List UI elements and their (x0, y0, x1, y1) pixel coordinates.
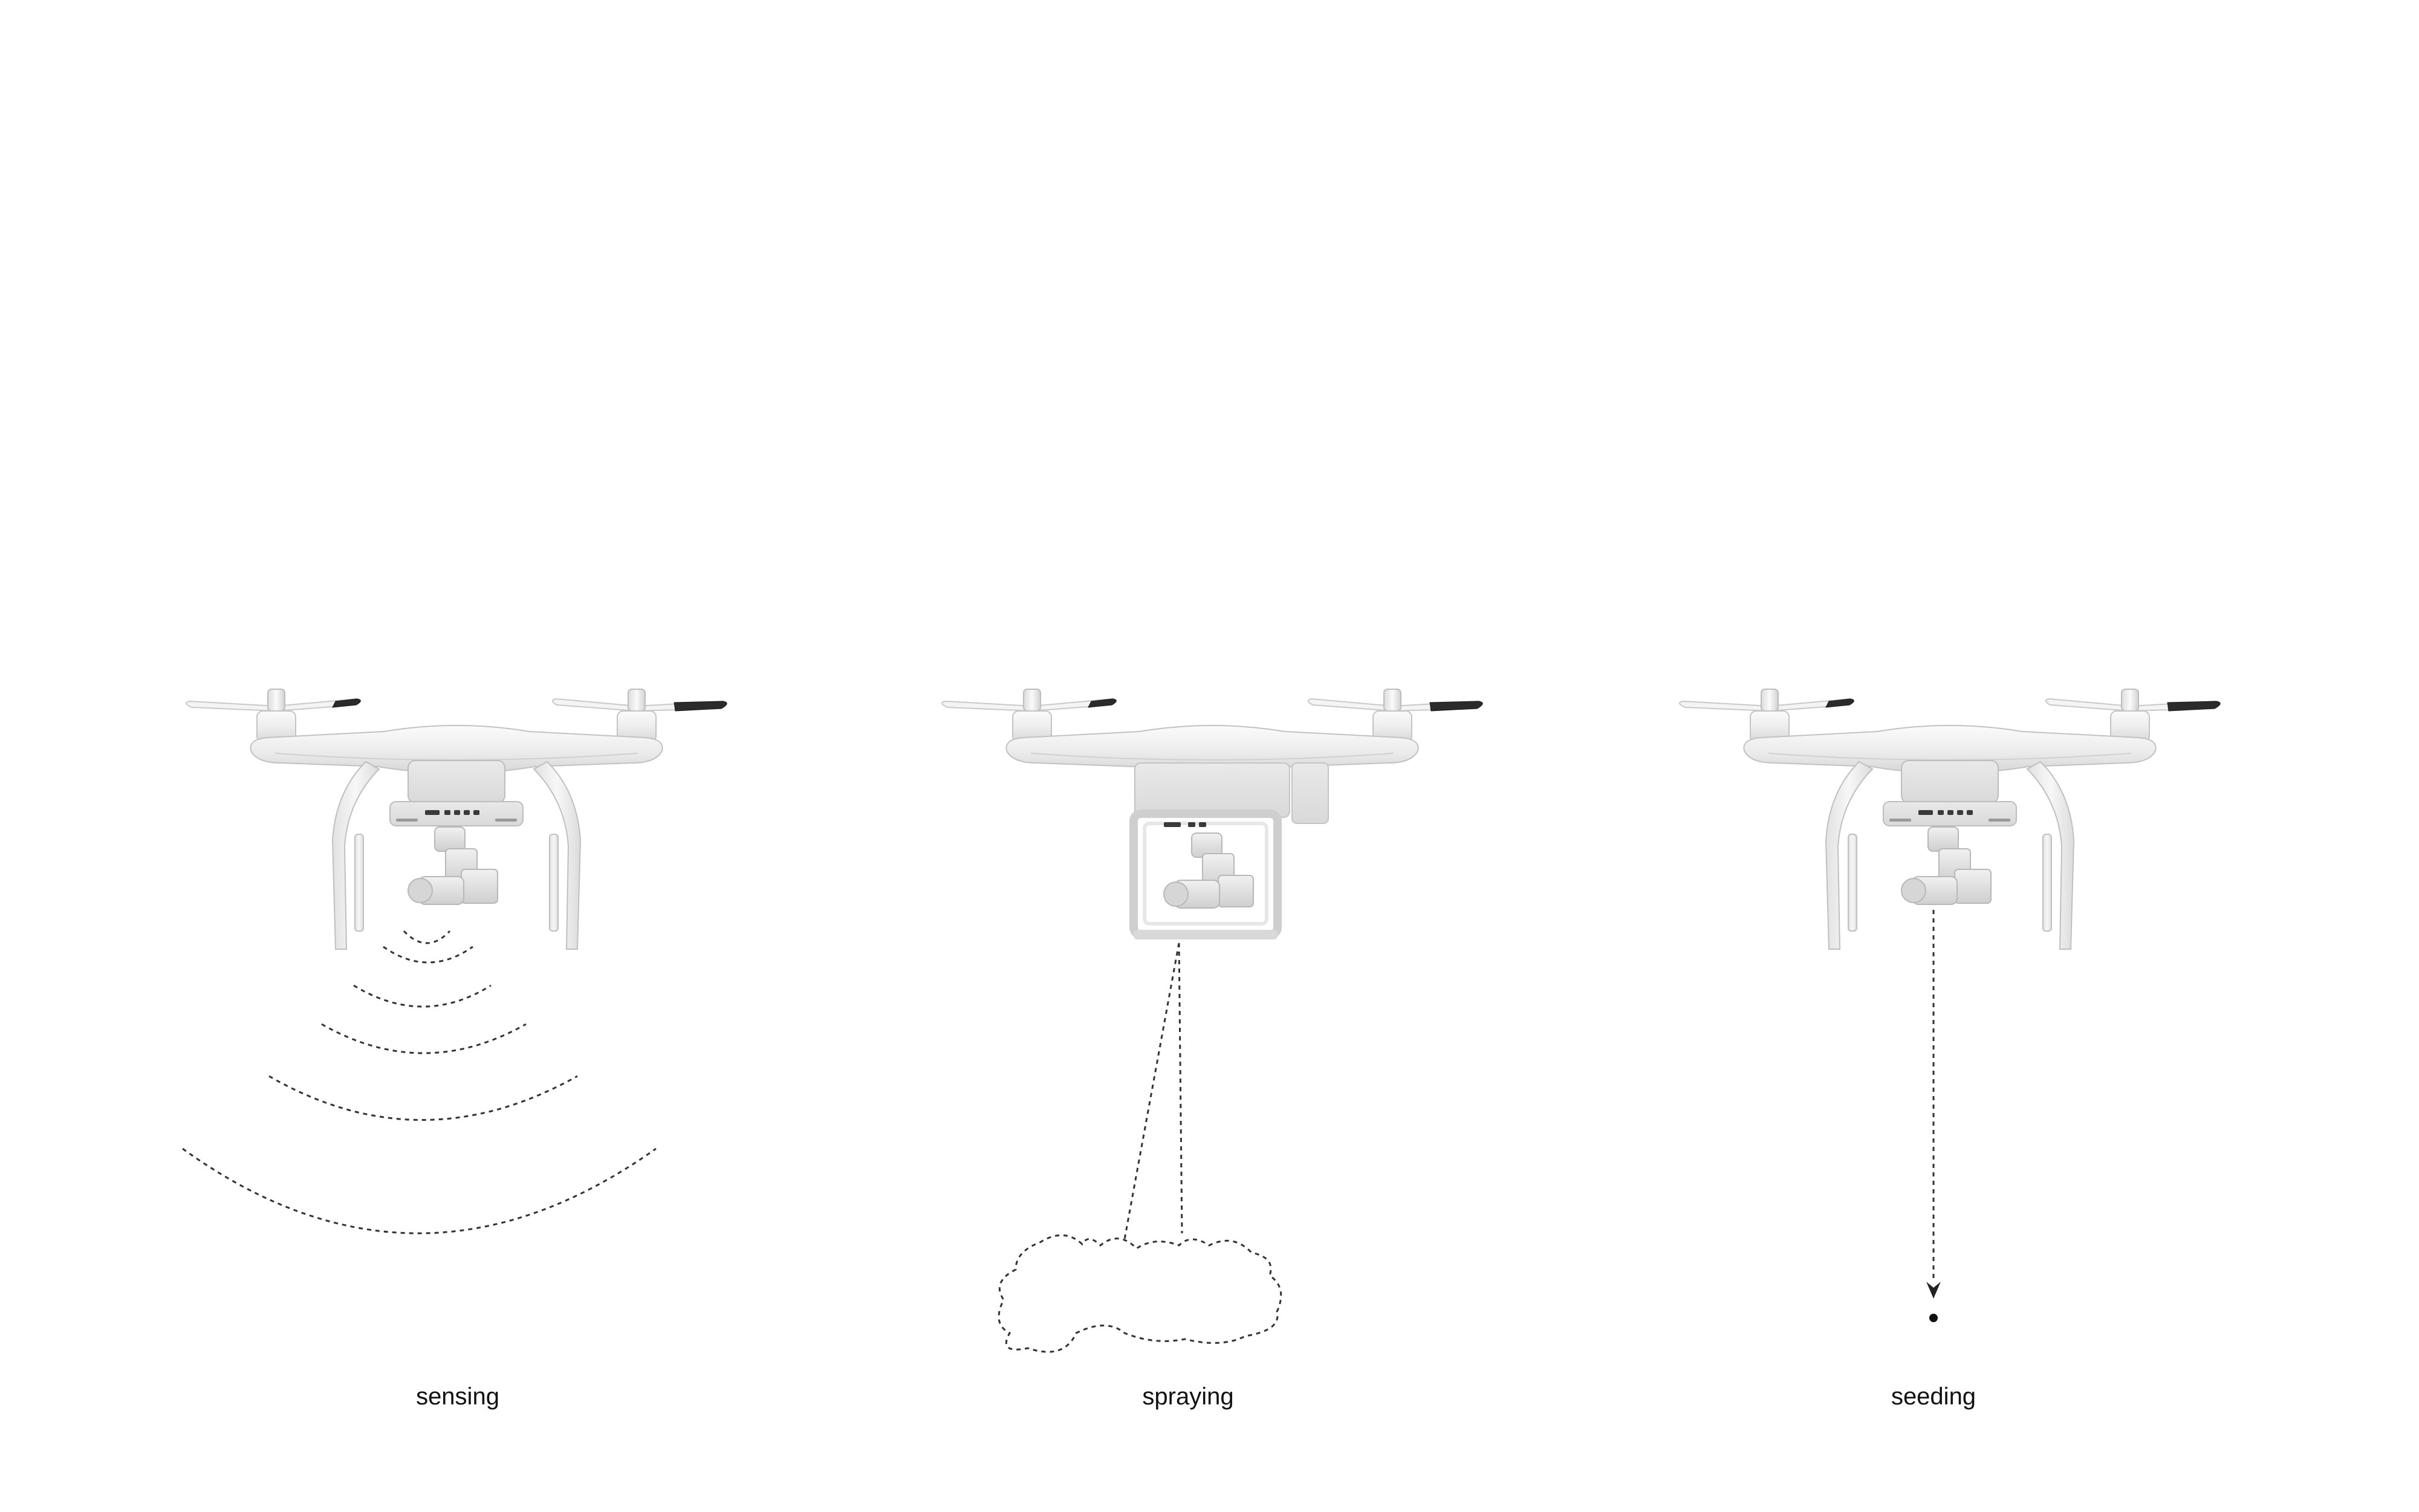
panel-caption-spraying: spraying (1142, 1383, 1233, 1410)
panel-caption-seeding: seeding (1891, 1383, 1976, 1410)
signal-waves-icon (183, 931, 656, 1233)
panel-sensing: sensing (183, 689, 727, 1410)
falling-seed-icon (1926, 910, 1941, 1322)
quadcopter-drone-icon (942, 689, 1482, 939)
quadcopter-drone-icon (186, 689, 727, 949)
panel-spraying: spraying (942, 689, 1482, 1410)
quadcopter-drone-icon (1680, 689, 2220, 949)
panel-caption-sensing: sensing (416, 1383, 499, 1410)
panel-seeding: seeding (1680, 689, 2220, 1410)
spray-cloud-icon (999, 943, 1281, 1352)
